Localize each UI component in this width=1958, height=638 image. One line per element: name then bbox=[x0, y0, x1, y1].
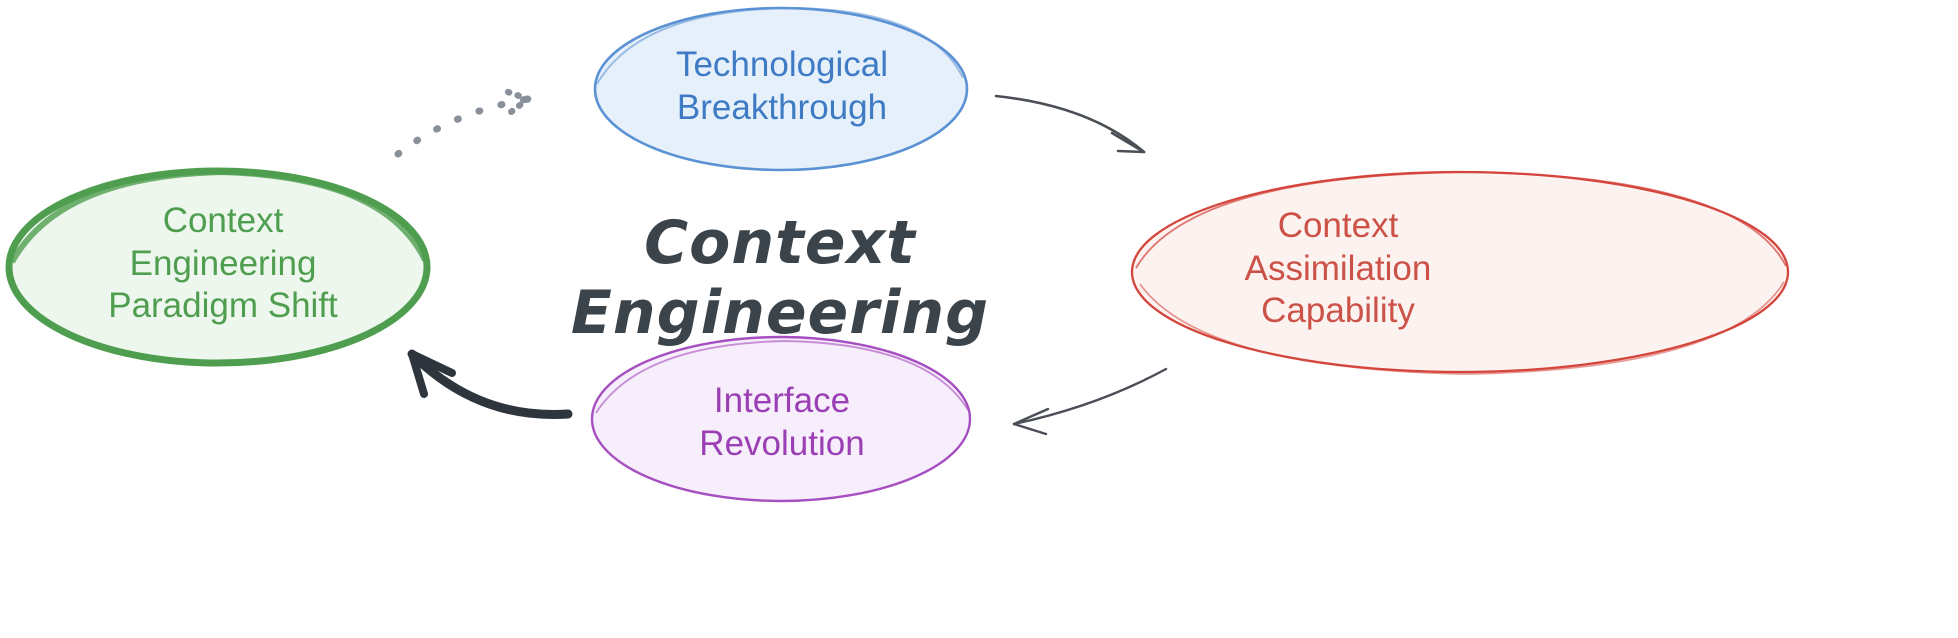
ellipse-sketch-overlay-paradigm bbox=[9, 168, 428, 264]
arrowhead-interface-to-paradigm-b bbox=[408, 350, 428, 398]
arrowhead-tech-to-assimilation-a bbox=[1110, 131, 1146, 154]
arrowhead-assimilation-to-interface-a bbox=[1012, 407, 1050, 426]
node-technological-breakthrough[interactable] bbox=[593, 6, 969, 172]
arrowhead-assimilation-to-interface-b bbox=[1012, 422, 1048, 436]
node-context-assimilation-capability[interactable] bbox=[1130, 170, 1790, 375]
ellipse-interface-revolution[interactable] bbox=[590, 335, 972, 503]
edge-assimilation-to-interface bbox=[1012, 367, 1168, 436]
ellipse-sketch-overlay-assimilation bbox=[1135, 171, 1787, 269]
node-interface-revolution[interactable] bbox=[590, 335, 972, 503]
arrowhead-interface-to-paradigm-a bbox=[408, 350, 456, 377]
edge-tech-to-assimilation bbox=[994, 94, 1146, 154]
arrowhead-tech-to-assimilation-b bbox=[1116, 149, 1146, 154]
ellipse-technological-breakthrough[interactable] bbox=[593, 6, 969, 172]
edge-interface-to-paradigm bbox=[407, 349, 573, 419]
ellipse-sketch-overlay-tech bbox=[596, 6, 964, 85]
arrowhead-paradigm-to-tech-b bbox=[507, 95, 532, 116]
edge-paradigm-to-tech bbox=[394, 88, 532, 158]
node-context-engineering-paradigm-shift[interactable] bbox=[5, 167, 431, 367]
ellipse-sketch-overlay-assimilation-2 bbox=[1139, 281, 1785, 375]
ellipse-sketch-overlay-interface bbox=[595, 340, 969, 414]
